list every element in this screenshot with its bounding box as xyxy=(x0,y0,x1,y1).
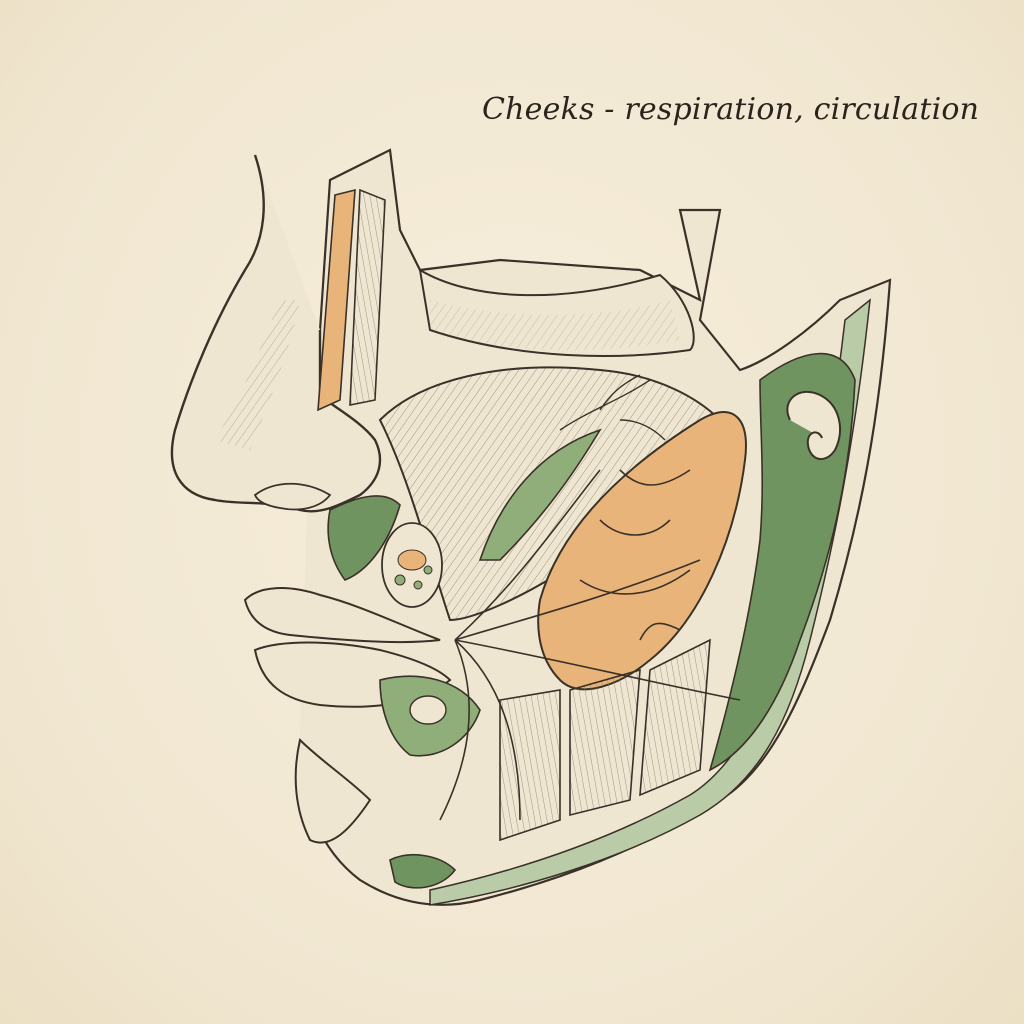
nasal-orange-strip xyxy=(317,188,356,412)
orange-gland-region xyxy=(537,411,747,691)
gland-dot-1 xyxy=(394,574,406,586)
gland-cluster-core xyxy=(397,549,427,571)
green-vessel-lens xyxy=(478,428,602,561)
nasal-band xyxy=(349,188,386,406)
green-nasolabial xyxy=(327,495,401,581)
gland-lobes xyxy=(579,469,691,641)
upper-lip xyxy=(243,587,441,644)
ear-curl xyxy=(786,390,841,460)
gland-dot-2 xyxy=(413,580,423,590)
jaw-green-band xyxy=(429,298,871,906)
nostril xyxy=(253,482,332,511)
chin-green-pocket xyxy=(389,854,457,889)
lower-muscle-block-3 xyxy=(639,638,711,797)
chin-vessel-hole xyxy=(409,695,447,725)
lower-muscle-block-1 xyxy=(499,689,561,842)
chin xyxy=(294,738,372,844)
lower-muscle-block-2 xyxy=(569,668,641,817)
nerve-lines xyxy=(439,469,741,821)
branching-vessel xyxy=(559,374,666,441)
nose-ridge-shading xyxy=(215,300,300,450)
gland-dot-3 xyxy=(423,565,433,575)
upper-cheek-hatch xyxy=(430,300,680,351)
illustration-caption: Cheeks - respiration, circulation xyxy=(482,92,980,127)
